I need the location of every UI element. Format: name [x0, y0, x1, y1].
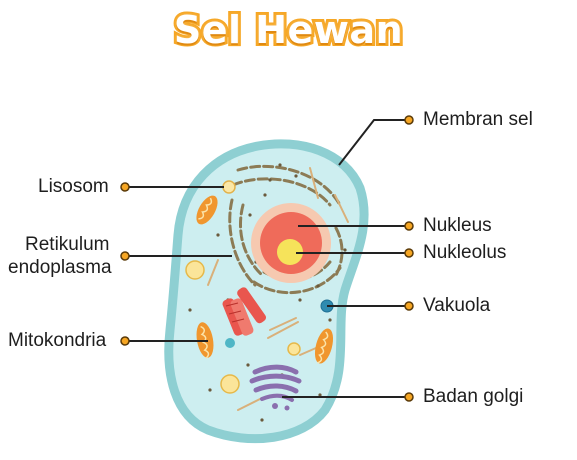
- leader-membran-sel: [338, 119, 409, 166]
- nucleolus: [277, 239, 303, 265]
- label-membran-sel: Membran sel: [423, 109, 533, 130]
- label-nukleus: Nukleus: [423, 215, 492, 236]
- label-nukleolus: Nukleolus: [423, 242, 507, 263]
- cytoskeleton-fibers: [207, 167, 349, 411]
- cell-membrane: [164, 139, 369, 444]
- label-retikulum-line2: endoplasma: [8, 257, 112, 278]
- mitochondrion: [314, 328, 334, 364]
- leader-dots: [120, 115, 414, 402]
- vesicle: [220, 374, 240, 394]
- diagram-title: Sel Hewan: [171, 5, 406, 55]
- vesicle: [185, 260, 205, 280]
- mitochondrion: [196, 195, 218, 225]
- centriole: [222, 287, 266, 336]
- lysosome: [222, 180, 236, 194]
- label-badan-golgi: Badan golgi: [423, 386, 524, 407]
- label-retikulum-line1: Retikulum: [25, 234, 110, 255]
- golgi-apparatus: [249, 364, 302, 411]
- label-vakuola: Vakuola: [423, 295, 491, 316]
- label-lisosom: Lisosom: [38, 176, 109, 197]
- vesicle: [287, 342, 301, 356]
- vesicle: [225, 338, 235, 348]
- label-mitokondria: Mitokondria: [8, 330, 107, 351]
- leader-lines: [125, 119, 409, 398]
